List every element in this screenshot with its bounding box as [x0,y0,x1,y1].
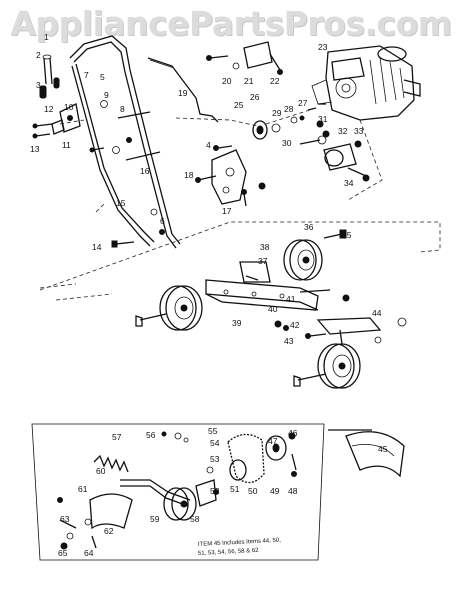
part-label-6: 6 [160,216,165,226]
part-label-17: 17 [222,206,232,216]
wheel-right-bottom [293,343,361,389]
part-label-37a: 37 [258,256,268,266]
part-label-25: 25 [234,100,244,110]
part-label-48: 48 [288,486,298,496]
part-label-3: 3 [36,80,41,90]
part-label-41: 41 [286,294,296,304]
part-label-57: 57 [112,432,122,442]
small-hardware [274,294,407,345]
part-label-59: 59 [150,514,160,524]
axle-frame [205,261,382,335]
part-label-65: 65 [58,548,68,558]
part-label-26: 26 [250,92,260,102]
part-label-34: 34 [344,178,354,188]
note-line-1: ITEM 45 Includes Items 44, 50, [198,538,282,548]
part-label-35a: 35 [342,230,352,240]
part-label-1: 1 [44,32,49,42]
part-labels: 1 2 3 4 5 6 7 8 9 10 11 12 13 14 15 16 1… [30,32,388,558]
part-label-21: 21 [244,76,254,86]
mount-bracket [195,145,266,207]
part-label-42: 42 [290,320,300,330]
part-label-45: 45 [378,444,388,454]
part-label-15: 15 [116,198,126,208]
part-label-18: 18 [184,170,194,180]
part-label-51: 51 [230,484,240,494]
part-label-22: 22 [270,76,280,86]
part-label-8: 8 [120,104,125,114]
part-label-14: 14 [92,242,102,252]
blade-assembly [57,431,297,550]
part-label-29: 29 [272,108,282,118]
part-label-40: 40 [268,304,278,314]
part-label-19: 19 [178,88,188,98]
top-bracket [206,41,283,75]
detail-box [31,423,325,561]
part-label-60: 60 [96,466,106,476]
watermark-text: AppliancePartsPros.com [10,4,452,43]
part-label-52: 52 [210,486,220,496]
part-label-9: 9 [104,90,109,100]
wheel-right-top [283,229,347,281]
part-label-50: 50 [248,486,258,496]
part-label-47: 47 [268,436,278,446]
wheel-left [135,285,203,331]
part-label-43: 43 [284,336,294,346]
part-label-54: 54 [210,438,220,448]
part-label-53: 53 [210,454,220,464]
part-label-10: 10 [64,102,74,112]
pulley-assembly [175,103,383,201]
part-label-5: 5 [100,72,105,82]
blade-guard [328,429,405,478]
part-label-36a: 36 [304,222,314,232]
part-label-7: 7 [84,70,89,80]
part-label-46: 46 [288,428,298,438]
part-label-64: 64 [84,548,94,558]
part-label-49: 49 [270,486,280,496]
part-label-20: 20 [222,76,232,86]
part-label-38: 38 [260,242,270,252]
part-label-56: 56 [146,430,156,440]
part-label-55: 55 [208,426,218,436]
part-label-63: 63 [60,514,70,524]
note-line-2: 51, 53, 54, 56, 58 & 62 [198,548,260,557]
part-label-39: 39 [232,318,242,328]
part-label-2: 2 [36,50,41,60]
part-label-31: 31 [318,114,328,124]
part-label-32: 32 [338,126,348,136]
part-label-33: 33 [354,126,364,136]
part-label-4: 4 [206,140,211,150]
part-label-30: 30 [282,138,292,148]
part-label-11: 11 [62,140,71,150]
handle-assembly [32,35,219,249]
part-label-44: 44 [372,308,382,318]
engine [311,45,421,121]
part-label-61: 61 [78,484,88,494]
part-label-13: 13 [30,144,40,154]
part-label-27: 27 [298,98,308,108]
part-label-58: 58 [190,514,200,524]
part-label-23: 23 [318,42,328,52]
part-label-62: 62 [104,526,114,536]
part-label-12: 12 [44,104,54,114]
part-label-16: 16 [140,166,150,176]
part-label-28: 28 [284,104,294,114]
